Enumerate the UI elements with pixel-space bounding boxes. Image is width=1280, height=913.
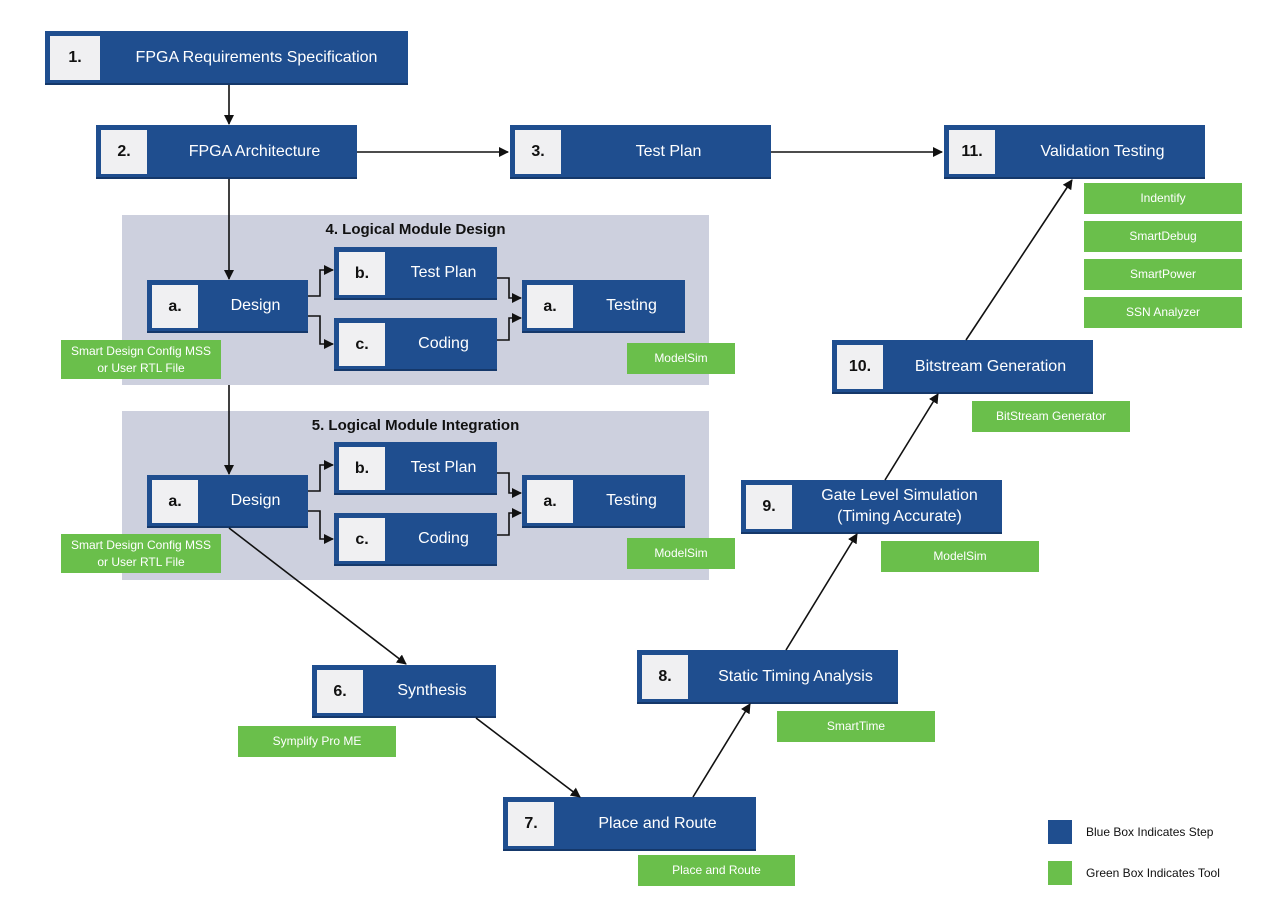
tool-modelsim-design: ModelSim [627,343,735,374]
step-module-design[interactable]: a. Design [147,280,308,333]
step-number: 3. [515,130,561,174]
step-integration-design[interactable]: a. Design [147,475,308,528]
step-fpga-architecture[interactable]: 2. FPGA Architecture [96,125,357,179]
step-static-timing-analysis[interactable]: 8. Static Timing Analysis [637,650,898,704]
step-number: b. [339,252,385,295]
step-number: a. [152,480,198,523]
tool-symplify-pro-me: Symplify Pro ME [238,726,396,757]
step-number: a. [527,480,573,523]
tool-modelsim-integration: ModelSim [627,538,735,569]
tool-smart-design-config-integration: Smart Design Config MSS or User RTL File [61,534,221,573]
tool-smart-design-config-design: Smart Design Config MSS or User RTL File [61,340,221,379]
tool-identify: Indentify [1084,183,1242,214]
step-number: c. [339,323,385,366]
step-bitstream-generation[interactable]: 10. Bitstream Generation [832,340,1093,394]
tool-smarttime: SmartTime [777,711,935,742]
arrow-8-to-9 [785,533,858,651]
step-number: c. [339,518,385,561]
step-label: Testing [606,297,657,314]
step-label: Test Plan [635,142,702,160]
step-label: Design [230,492,281,509]
panel-title: 5. Logical Module Integration [311,417,520,434]
step-number: a. [527,285,573,328]
step-gate-level-simulation[interactable]: 9. Gate Level Simulation (Timing Accurat… [741,480,1002,534]
step-number: 8. [642,655,688,699]
step-place-and-route[interactable]: 7. Place and Route [503,797,756,851]
arrow-7-to-8 [692,703,751,798]
legend-step-swatch [1048,820,1072,844]
step-number: a. [152,285,198,328]
step-number: 2. [101,130,147,174]
legend-tool-swatch [1048,861,1072,885]
arrow-10-to-11 [965,179,1073,341]
panel-title: 4. Logical Module Design [325,221,506,238]
tool-modelsim-gate-level: ModelSim [881,541,1039,572]
step-label: Coding [418,335,469,352]
step-number: 9. [746,485,792,529]
step-label: Test Plan [410,459,477,476]
step-number: 6. [317,670,363,713]
step-module-test-plan[interactable]: b. Test Plan [334,247,497,300]
step-label: Testing [606,492,657,509]
step-validation-testing[interactable]: 11. Validation Testing [944,125,1205,179]
legend-step-text: Blue Box Indicates Step [1086,825,1214,839]
step-integration-test-plan[interactable]: b. Test Plan [334,442,497,495]
tool-ssn-analyzer: SSN Analyzer [1084,297,1242,328]
tool-place-and-route: Place and Route [638,855,795,886]
step-synthesis[interactable]: 6. Synthesis [312,665,496,718]
tool-bitstream-generator: BitStream Generator [972,401,1130,432]
step-label: FPGA Architecture [188,142,321,160]
tool-smartdebug: SmartDebug [1084,221,1242,252]
step-label: Design [230,297,281,314]
step-label: FPGA Requirements Specification [135,48,378,66]
step-number: 11. [949,130,995,174]
step-number: 1. [50,36,100,80]
step-module-coding[interactable]: c. Coding [334,318,497,371]
arrow-9-to-10 [884,393,939,481]
step-label: Coding [418,530,469,547]
arrow-6-to-7 [475,717,581,798]
tool-smartpower: SmartPower [1084,259,1242,290]
step-label: Bitstream Generation [914,357,1067,375]
step-number: 7. [508,802,554,846]
step-integration-testing[interactable]: a. Testing [522,475,685,528]
step-label: Test Plan [410,264,477,281]
step-number: 10. [837,345,883,389]
step-label: Synthesis [397,682,467,699]
step-number: b. [339,447,385,490]
step-label: Validation Testing [1040,142,1165,160]
step-module-testing[interactable]: a. Testing [522,280,685,333]
step-integration-coding[interactable]: c. Coding [334,513,497,566]
step-label: Static Timing Analysis [718,667,873,685]
step-label: Place and Route [598,814,717,832]
step-label: Gate Level Simulation (Timing Accurate) [821,487,978,525]
legend-tool-text: Green Box Indicates Tool [1086,866,1220,880]
step-test-plan[interactable]: 3. Test Plan [510,125,771,179]
step-requirements-specification[interactable]: 1. FPGA Requirements Specification [45,31,408,85]
